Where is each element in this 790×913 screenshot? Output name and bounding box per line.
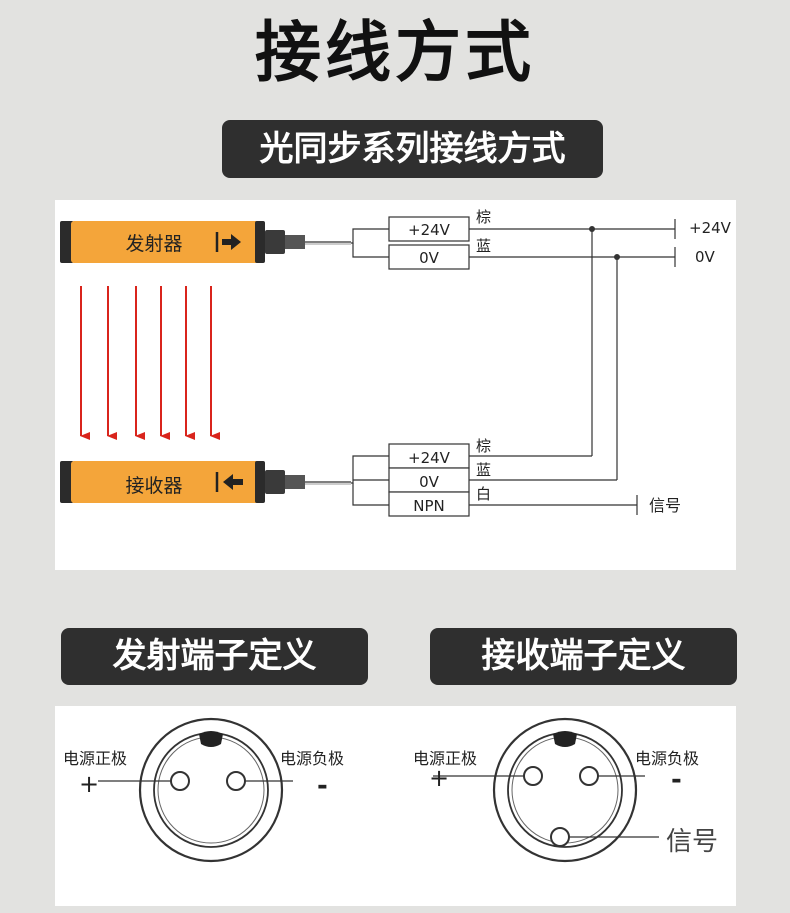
receiver-terminal-24v: +24V	[408, 449, 451, 467]
supply-negative-label: 0V	[695, 248, 716, 266]
receiver-terminal-0v: 0V	[419, 473, 440, 491]
receiver-terminal-npn: NPN	[413, 497, 445, 515]
emitter-connector-icon	[98, 717, 293, 863]
signal-output-label: 信号	[649, 496, 681, 515]
recv-left-sign: +	[429, 764, 449, 792]
page-title: 接线方式	[255, 14, 535, 91]
emitter-terminal-0v: 0V	[419, 249, 440, 267]
emit-left-label: 电源正极	[63, 749, 127, 768]
emitter-wire-blue: 蓝	[476, 237, 491, 255]
terminal-definition-panel: 电源正极 + 电源负极 - 电源正极 + 电源负极 - 信号	[55, 706, 736, 906]
emit-right-sign: -	[317, 771, 328, 801]
receiver-wire-white: 白	[476, 485, 491, 503]
wiring-diagram: 发射器 接收器	[60, 208, 732, 517]
supply-positive-label: +24V	[689, 219, 732, 237]
beam-arrows	[80, 286, 220, 440]
recv-right-sign: -	[671, 765, 682, 795]
receiver-wiring	[351, 443, 638, 517]
emitter-wiring	[351, 216, 676, 480]
receiver-connector-icon	[433, 717, 659, 863]
receiver-wire-blue: 蓝	[476, 461, 491, 479]
receiver-wire-brown: 棕	[476, 437, 491, 455]
receiver-arrow-icon	[215, 472, 243, 492]
receiver-label: 接收器	[125, 475, 182, 497]
emit-left-sign: +	[79, 770, 99, 798]
receiver-sensor: 接收器	[60, 461, 351, 503]
emitter-sensor: 发射器	[60, 221, 351, 263]
emit-right-label: 电源负极	[280, 749, 344, 768]
recv-right-label: 电源负极	[635, 749, 699, 768]
emitter-label: 发射器	[125, 233, 182, 255]
emit-terminal-title: 发射端子定义	[61, 628, 368, 685]
recv-left-label: 电源正极	[413, 749, 477, 768]
emitter-wire-brown: 棕	[476, 208, 491, 226]
recv-terminal-title: 接收端子定义	[430, 628, 737, 685]
wiring-section-title: 光同步系列接线方式	[222, 120, 603, 178]
emitter-terminal-24v: +24V	[408, 221, 451, 239]
emitter-arrow-icon	[215, 232, 241, 252]
terminal-diagrams: 电源正极 + 电源负极 - 电源正极 + 电源负极 - 信号	[63, 717, 718, 863]
recv-signal-label: 信号	[666, 827, 718, 857]
wiring-diagram-panel: 发射器 接收器	[55, 200, 736, 570]
